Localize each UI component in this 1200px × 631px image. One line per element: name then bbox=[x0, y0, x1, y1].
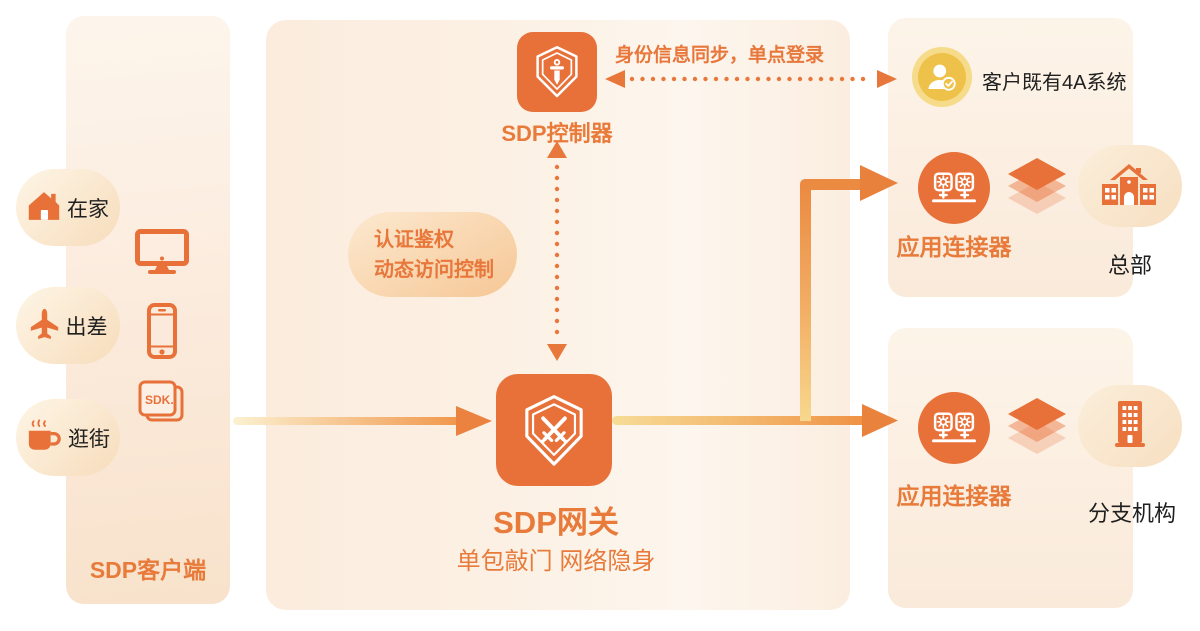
identity-sync-label: 身份信息同步，单点登录 bbox=[615, 45, 825, 66]
hq-site-blob bbox=[1078, 145, 1182, 227]
sdp-gateway-icon bbox=[496, 374, 612, 486]
branch-site-blob bbox=[1078, 385, 1182, 467]
scenario-shopping-label: 逛街 bbox=[68, 427, 110, 451]
branch-panel bbox=[888, 328, 1133, 608]
coffee-cup-icon bbox=[26, 418, 62, 457]
smartphone-icon bbox=[147, 303, 177, 364]
client-to-gateway-arrow-line bbox=[233, 417, 459, 425]
sdk-icon: SDK. bbox=[137, 379, 185, 431]
gateway-to-hq-arrow-horizontal bbox=[800, 179, 863, 190]
headquarters-building-icon bbox=[1101, 163, 1159, 210]
gateway-to-branch-arrow-line bbox=[612, 416, 866, 425]
sdk-badge-text: SDK. bbox=[145, 393, 174, 407]
4a-system-icon bbox=[912, 47, 972, 107]
branch-connector-label: 应用连接器 bbox=[896, 483, 1012, 509]
client-panel-title: SDP客户端 bbox=[89, 557, 207, 583]
scenario-trip-label: 出差 bbox=[65, 315, 108, 339]
scenario-trip: 出差 bbox=[16, 287, 120, 364]
identity-sync-dotted-arrow bbox=[604, 68, 898, 95]
scenario-home-label: 在家 bbox=[67, 197, 109, 221]
auth-bubble: 认证鉴权 动态访问控制 bbox=[348, 212, 517, 297]
home-icon bbox=[27, 190, 61, 226]
hq-site-label: 总部 bbox=[1107, 253, 1152, 278]
auth-line-1: 认证鉴权 bbox=[374, 228, 454, 251]
monitor-icon bbox=[135, 229, 189, 281]
hq-connector-label: 应用连接器 bbox=[896, 234, 1012, 260]
gateway-label: SDP网关 bbox=[493, 505, 619, 540]
branch-site-label: 分支机构 bbox=[1087, 501, 1176, 526]
branch-connector-icon bbox=[918, 392, 990, 464]
auth-line-2: 动态访问控制 bbox=[374, 258, 494, 281]
airplane-icon bbox=[29, 308, 60, 344]
sdp-controller-icon bbox=[517, 32, 597, 112]
4a-system-label: 客户既有4A系统 bbox=[982, 72, 1127, 94]
office-building-icon bbox=[1114, 400, 1146, 453]
gateway-subtitle: 单包敲门 网络隐身 bbox=[456, 548, 656, 575]
scenario-shopping: 逛街 bbox=[16, 399, 120, 476]
gateway-to-hq-arrow-vertical bbox=[800, 184, 811, 421]
hq-connector-icon bbox=[918, 152, 990, 224]
layers-icon bbox=[1005, 398, 1069, 461]
scenario-home: 在家 bbox=[16, 169, 120, 246]
sdp-core-panel bbox=[266, 20, 850, 610]
controller-gateway-dotted-arrow bbox=[540, 141, 574, 366]
layers-icon bbox=[1005, 158, 1069, 221]
